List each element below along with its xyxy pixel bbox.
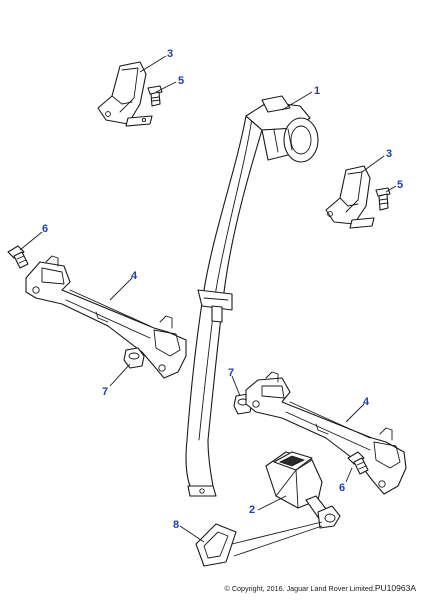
bolt-right [375, 187, 391, 211]
callout-8: 8 [173, 519, 179, 531]
callout-2: 2 [249, 504, 255, 516]
callout-6-right: 6 [339, 482, 345, 494]
copyright-text: © Copyright, 2016. Jaguar Land Rover Lim… [224, 584, 375, 593]
buckle-rail-left [25, 255, 187, 379]
bracket-upper-left [97, 61, 153, 127]
callout-3-right: 3 [386, 148, 392, 160]
callout-7-left: 7 [102, 386, 108, 398]
callout-3-upper-left: 3 [167, 48, 173, 60]
callout-6-left: 6 [42, 223, 48, 235]
callout-1: 1 [314, 85, 320, 97]
seat-belt-buckle [265, 451, 341, 529]
callout-4-left: 4 [131, 270, 138, 282]
nut-left [123, 347, 145, 369]
buckle-cover [195, 523, 237, 567]
callout-5-right: 5 [397, 179, 403, 191]
callout-7-right: 7 [228, 367, 234, 379]
callout-5-upper-left: 5 [178, 75, 184, 87]
bolt-right-lower [347, 451, 369, 475]
bolt-left [7, 245, 29, 269]
callout-4-right: 4 [363, 396, 370, 408]
bolt-upper-left [147, 85, 163, 107]
leader-lines [19, 55, 397, 557]
seat-belt-retractor-assembly [185, 95, 319, 497]
bracket-right [325, 165, 375, 229]
diagram-reference: PU10963A [374, 583, 416, 593]
copyright-footer: © Copyright, 2016. Jaguar Land Rover Lim… [0, 583, 416, 593]
